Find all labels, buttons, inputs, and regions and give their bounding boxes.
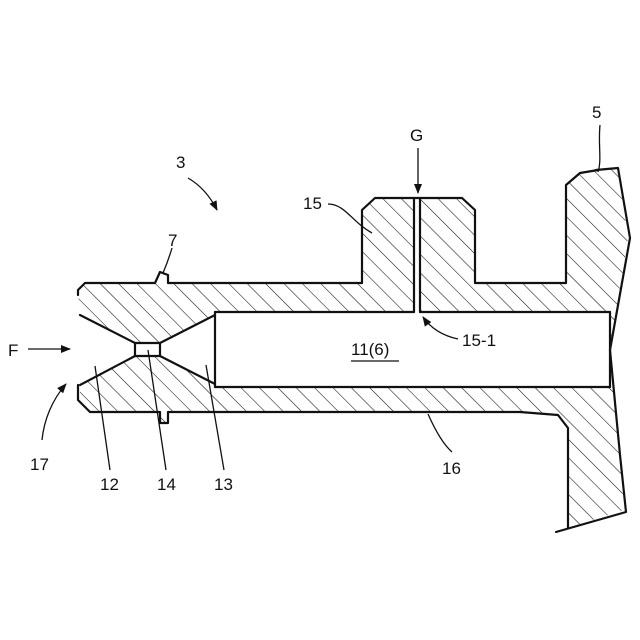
label-12: 12 <box>100 475 119 494</box>
label-13: 13 <box>214 475 233 494</box>
boss-right-half-section <box>420 168 628 350</box>
label-3: 3 <box>176 153 185 172</box>
upper-outer-outline <box>78 170 598 295</box>
leader-3-arrow <box>188 178 217 210</box>
throat-14 <box>135 343 160 356</box>
label-17: 17 <box>30 455 49 474</box>
label-15: 15 <box>303 194 322 213</box>
leader-15-1 <box>423 317 458 339</box>
label-7: 7 <box>168 231 177 250</box>
label-16: 16 <box>442 459 461 478</box>
label-F: F <box>8 341 18 360</box>
label-11-6: 11(6) <box>351 340 389 359</box>
label-G: G <box>410 126 423 145</box>
leader-5 <box>598 125 600 172</box>
label-5: 5 <box>592 103 601 122</box>
leader-7 <box>163 248 172 273</box>
upper-wall-section <box>78 198 414 343</box>
leader-16 <box>428 414 452 452</box>
label-14: 14 <box>157 475 176 494</box>
leader-17-arrow <box>42 384 66 440</box>
label-15-1: 15-1 <box>462 331 496 350</box>
gas-channel-15-1 <box>414 198 420 312</box>
